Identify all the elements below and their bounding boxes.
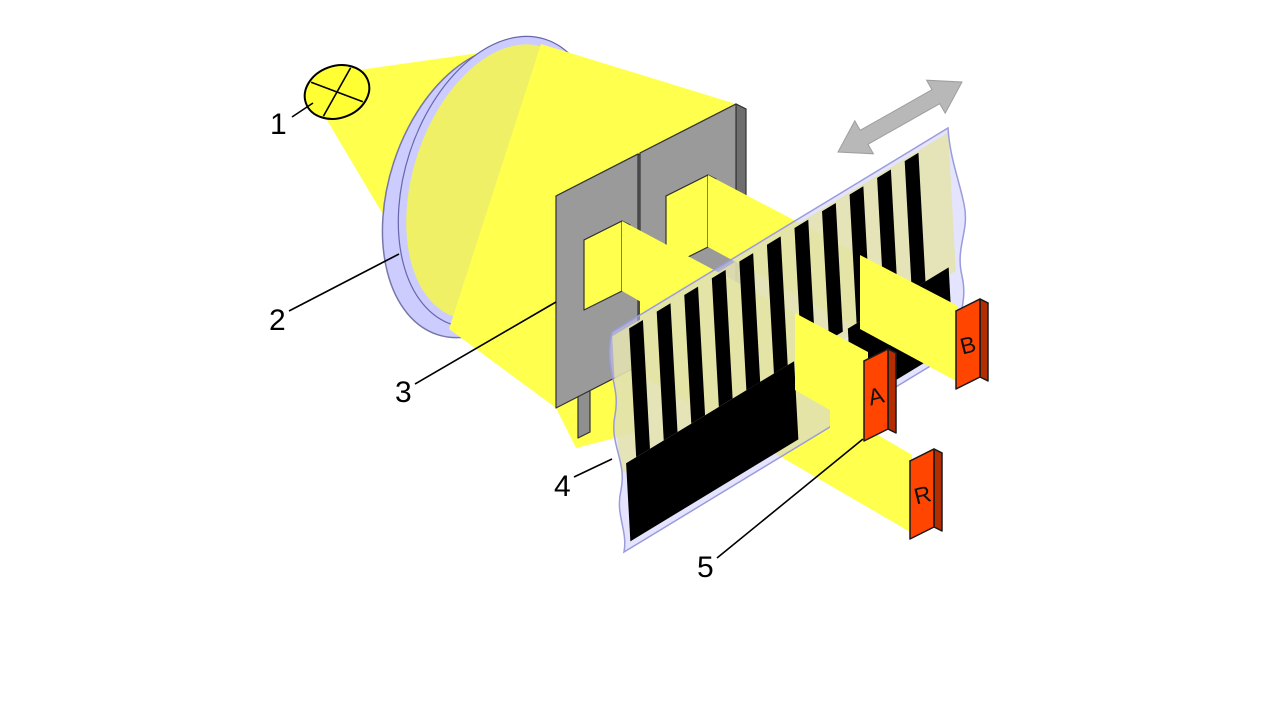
stripe-bar xyxy=(629,320,650,458)
stripe-pattern xyxy=(629,152,926,458)
detector-a-front xyxy=(863,348,889,442)
callout-3: 3 xyxy=(395,376,412,409)
callout-4: 4 xyxy=(554,470,571,503)
callout-5: 5 xyxy=(697,551,714,584)
callout-line-4 xyxy=(573,458,613,478)
stripe-bar xyxy=(822,202,843,341)
detector-a: A xyxy=(863,348,897,442)
stripe-bar xyxy=(766,236,788,374)
beam-channel-a-front xyxy=(795,313,868,432)
callout-line-5 xyxy=(716,438,864,559)
detector-r-side xyxy=(933,448,943,532)
beam-channel-b-front xyxy=(860,255,958,382)
stripe-bar xyxy=(904,152,926,290)
beam-channel-r-front xyxy=(830,407,912,533)
lamp-filament-cross-2 xyxy=(322,67,352,117)
detector-r: R xyxy=(909,448,943,540)
light-beams-front xyxy=(795,255,958,533)
stripe-bar xyxy=(739,253,761,391)
callout-line-1 xyxy=(291,102,314,118)
detector-b-label: B xyxy=(957,331,978,360)
detector-a-label: A xyxy=(865,381,887,410)
detector-b-front xyxy=(955,298,981,390)
stripe-bar xyxy=(711,269,733,407)
detector-b-side xyxy=(979,298,989,382)
stripe-bar xyxy=(656,303,678,441)
callout-2: 2 xyxy=(269,304,286,337)
stripe-bar xyxy=(684,286,706,424)
callout-1: 1 xyxy=(270,108,287,141)
detector-r-front xyxy=(909,448,935,540)
index-track-left xyxy=(626,361,799,542)
detector-r-label: R xyxy=(911,480,933,509)
callout-line-3 xyxy=(414,301,557,385)
lamp xyxy=(303,64,371,120)
motion-direction-arrow-icon xyxy=(837,79,963,155)
callout-lines xyxy=(288,102,864,559)
callout-line-2 xyxy=(288,253,400,312)
strip-outline xyxy=(608,126,967,554)
detector-b: B xyxy=(955,298,989,390)
detector-a-side xyxy=(887,348,897,434)
